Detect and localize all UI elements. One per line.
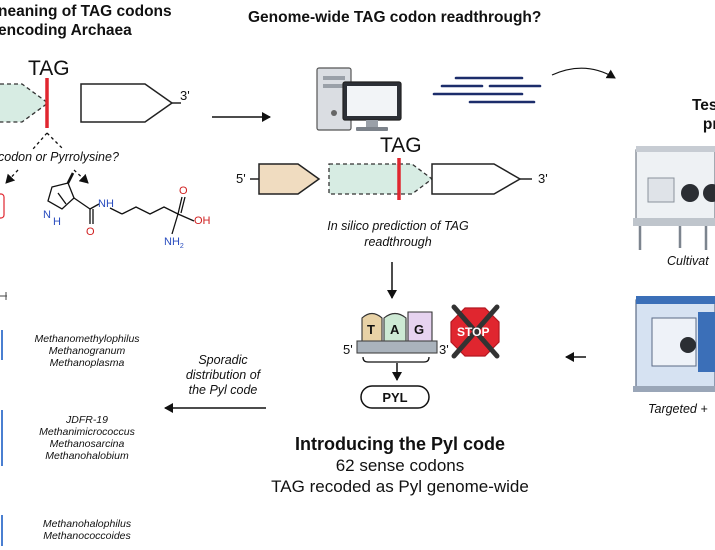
cultivation-caption: Cultivat: [667, 254, 709, 268]
taxon-name: Methanococcoides: [43, 530, 131, 542]
right-panel-title: Testi pre: [691, 97, 715, 133]
left-gene-construct: [0, 78, 181, 128]
taxa-group-2: JDFR-19 Methanimicrococcus Methanosarcin…: [22, 414, 152, 462]
trna-cartoon: [356, 311, 438, 409]
taxon-name: JDFR-19: [65, 414, 108, 426]
atom-h-ring: H: [53, 216, 61, 228]
middle-panel-title: Genome-wide TAG codon readthrough?: [248, 9, 542, 26]
pyl-label: PYL: [382, 390, 408, 405]
codon-letter-t: T: [367, 322, 375, 337]
taxon-name: Methanoplasma: [49, 357, 125, 369]
atom-o-acid: O: [179, 185, 188, 197]
atom-nh2: NH2: [164, 236, 184, 251]
atom-nh-amide: NH: [98, 198, 114, 210]
taxon-name: Methanogranum: [48, 345, 126, 357]
sporadic-caption: Sporadic distribution of the Pyl code: [185, 353, 261, 397]
prime3-middle: 3': [538, 171, 548, 186]
codon-letter-g: G: [414, 322, 425, 337]
tag-label-middle: TAG: [380, 134, 422, 157]
taxa-group-1: Methanomethylophilus Methanogranum Metha…: [22, 333, 152, 369]
taxon-name: Methanohalobium: [45, 450, 129, 462]
codon-letter-a: A: [390, 322, 400, 337]
left-panel-title: neaning of TAG codons encoding Archaea: [0, 3, 172, 39]
codon-question: codon or Pyrrolysine?: [0, 150, 119, 164]
introducing-title: Introducing the Pyl code: [294, 434, 505, 454]
mass-spectrometer-icon: [633, 296, 715, 392]
pyrrolysine-structure: [47, 172, 195, 235]
curved-arrow: [551, 67, 616, 79]
atom-o-amide: O: [86, 226, 95, 238]
taxon-name: Methanomethylophilus: [34, 333, 140, 345]
taxa-group-3: Methanohalophilus Methanococcoides: [22, 518, 152, 542]
phylo-tree-fragment: [0, 292, 7, 546]
dashed-branch-arrows: [5, 132, 89, 184]
taxon-name: Methanosarcina: [49, 438, 125, 450]
atom-n-ring: N: [43, 209, 51, 221]
prime3-left: 3': [180, 88, 190, 103]
targeted-caption: Targeted +: [648, 402, 708, 416]
introducing-block: Introducing the Pyl code 62 sense codons…: [240, 433, 560, 497]
prime3-ribo: 3': [439, 342, 449, 357]
prime5-middle: 5': [236, 171, 246, 186]
tag-label-left: TAG: [28, 57, 70, 80]
computer-icon: [316, 67, 402, 131]
anaerobic-chamber-icon: [633, 146, 715, 250]
stop-box-partial: [0, 193, 5, 219]
taxon-name: Methanimicrococcus: [39, 426, 135, 438]
sequence-reads-icon: [432, 76, 542, 104]
introducing-line2: TAG recoded as Pyl genome-wide: [271, 477, 529, 496]
in-silico-caption: In silico prediction of TAG readthrough: [327, 219, 469, 249]
introducing-line1: 62 sense codons: [335, 456, 465, 475]
stop-sign-crossed: [450, 304, 500, 359]
prime5-ribo: 5': [343, 342, 353, 357]
stop-sign-text: STOP: [457, 325, 490, 339]
atom-oh-acid: OH: [194, 215, 211, 227]
middle-gene-construct: [250, 158, 532, 200]
taxon-name: Methanohalophilus: [42, 518, 132, 530]
